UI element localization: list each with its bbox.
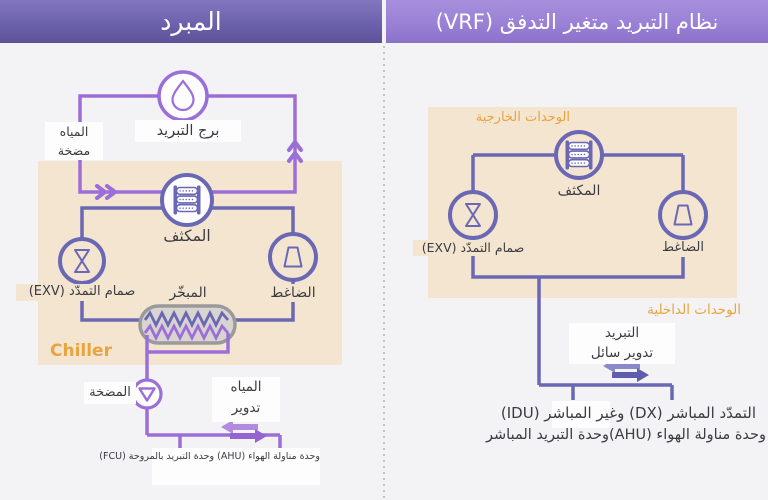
water-circulation-label: المياه تدوير	[212, 377, 280, 422]
vrf-outdoor-unit-box	[428, 107, 737, 298]
indoor-units-label: الوحدات الداخلية	[647, 302, 741, 318]
pumped-water-line1: المياه	[59, 124, 89, 139]
compressor-label-right: الضاغط	[652, 240, 714, 257]
pump-node	[131, 378, 163, 410]
terminal-units-label: وحدة مناولة الهواء (AHU) وحدة التبريد با…	[99, 448, 320, 485]
water-circulation-line2: تدوير	[231, 400, 261, 416]
pump-icon	[138, 387, 156, 402]
compressor-label-left: الضاغط	[263, 284, 323, 303]
refrigerant-circulation-line1: التبريد	[604, 325, 640, 341]
evaporator-label: المبخّر	[169, 285, 207, 301]
indoor-text-line2: وحدة مناولة الهواء (AHU)وحدة التبريد الم…	[486, 427, 766, 443]
flow-arrow-up-icon	[287, 140, 303, 163]
chiller-label: Chiller	[50, 341, 112, 361]
cooling-tower-node	[157, 70, 209, 122]
pumped-water-line2: مضخة	[57, 143, 91, 158]
pump-label: المضخة	[84, 382, 136, 404]
expansion-valve-label-right: صمام التمدّد (EXV)	[413, 240, 533, 257]
expansion-valve-label-left: صمام التمدّد (EXV)	[16, 284, 148, 301]
panel-divider	[383, 46, 385, 500]
pumped-water-label: المياه مضخة	[45, 122, 103, 160]
idu-label-backplate	[552, 401, 610, 428]
water-circulation-line1: المياه	[230, 379, 262, 395]
refrigerant-circulation-line2: تدوير سائل	[590, 345, 654, 361]
water-droplet-icon	[171, 79, 195, 112]
indoor-text-line1: التمدّد المباشر (DX) وغير المباشر (IDU)	[500, 404, 756, 422]
water-bidirectional-arrow-icon	[221, 420, 267, 443]
cooling-tower-label: برج التبريد	[135, 120, 241, 142]
refrigerant-circulation-label: التبريد تدوير سائل	[569, 323, 675, 364]
condenser-label-left: المكثف	[163, 227, 211, 245]
condenser-label-right: المكثف	[557, 183, 601, 199]
chiller-unit-box	[38, 161, 342, 365]
chiller-panel-header: المبرد	[0, 0, 382, 43]
vrf-panel-header: نظام التبريد متغير التدفق (VRF)	[386, 0, 768, 43]
outdoor-units-label: الوحدات الخارجية	[475, 110, 570, 125]
